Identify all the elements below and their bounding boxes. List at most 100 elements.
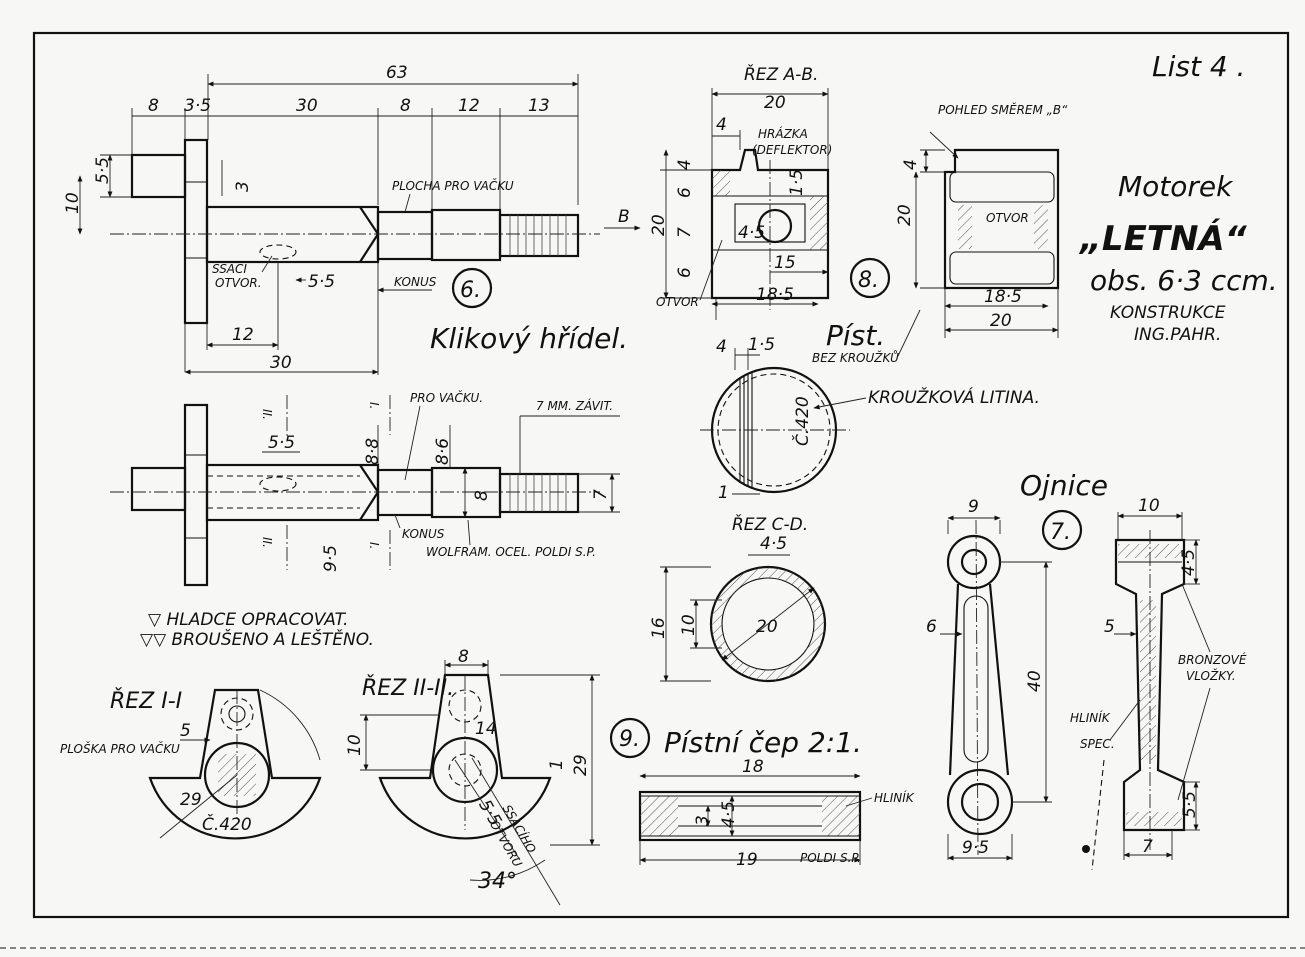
svg-text:I.: I.	[367, 402, 381, 409]
title-line-1: Motorek	[1118, 170, 1234, 203]
svg-text:SSACÍ: SSACÍ	[212, 261, 248, 276]
svg-text:II.: II.	[260, 409, 274, 420]
svg-text:ŘEZ A-B.: ŘEZ A-B.	[744, 63, 818, 85]
svg-text:6.: 6.	[460, 278, 481, 303]
svg-text:5·5: 5·5	[268, 433, 295, 453]
svg-text:10: 10	[1138, 496, 1160, 516]
svg-text:HLINÍK: HLINÍK	[1070, 710, 1111, 725]
svg-text:WOLFRAM. OCEL. POLDI S.P.: WOLFRAM. OCEL. POLDI S.P.	[426, 545, 596, 559]
credit-line-2: ING.PAHR.	[1134, 325, 1221, 345]
legend-line-1: ▽ HLADCE OPRACOVAT.	[148, 610, 348, 630]
svg-text:10: 10	[63, 192, 83, 214]
svg-text:3: 3	[233, 181, 253, 192]
piston-title: Píst.	[826, 319, 885, 352]
svg-text:14: 14	[475, 719, 497, 739]
svg-text:PLOŠKA PRO VAČKU: PLOŠKA PRO VAČKU	[60, 741, 180, 756]
svg-text:8: 8	[458, 647, 469, 667]
svg-text:5: 5	[1104, 617, 1115, 637]
piston-section-ab: ŘEZ A-B. 20 4 HRÁZKA (DEFLEKTOR) 1·5 4·5…	[604, 63, 891, 320]
svg-text:4·5: 4·5	[738, 223, 765, 243]
svg-text:POHLED SMĚREM „B“: POHLED SMĚREM „B“	[938, 102, 1068, 117]
svg-text:34°: 34°	[478, 869, 517, 894]
svg-text:30: 30	[270, 353, 292, 373]
svg-text:PRO VAČKU.: PRO VAČKU.	[410, 390, 483, 405]
svg-text:Pístní čep 2:1.: Pístní čep 2:1.	[664, 726, 862, 759]
svg-text:5: 5	[180, 721, 191, 741]
credit-line-1: KONSTRUKCE	[1110, 303, 1226, 323]
svg-text:ŘEZ I-I: ŘEZ I-I	[110, 688, 182, 714]
sheet-frame	[32, 31, 1290, 919]
svg-text:VLOŽKY.: VLOŽKY.	[1186, 668, 1236, 683]
svg-text:7: 7	[675, 227, 695, 238]
section-cd: ŘEZ C-D. 4·5 20 16 10	[649, 513, 827, 683]
svg-text:9: 9	[968, 497, 979, 517]
svg-text:8: 8	[148, 96, 159, 116]
svg-text:OTVOR: OTVOR	[656, 295, 699, 309]
piston-subtitle: BEZ KROUŽKŮ	[812, 350, 899, 365]
svg-text:4·5: 4·5	[1179, 549, 1199, 576]
svg-text:4: 4	[675, 159, 695, 170]
svg-text:7: 7	[1142, 837, 1153, 857]
rod-title: Ojnice	[1020, 469, 1108, 502]
rod-front-view: 9 6 40 9·5	[926, 497, 1052, 861]
svg-text:5·5: 5·5	[308, 272, 335, 292]
svg-text:1: 1	[718, 483, 729, 503]
svg-text:KROUŽKOVÁ LITINA.: KROUŽKOVÁ LITINA.	[868, 386, 1040, 408]
svg-text:(DEFLEKTOR): (DEFLEKTOR)	[752, 143, 832, 157]
svg-text:13: 13	[528, 96, 550, 116]
svg-text:30: 30	[296, 96, 318, 116]
piston-leader	[897, 309, 921, 357]
svg-text:15: 15	[774, 253, 796, 273]
svg-text:20: 20	[990, 311, 1012, 331]
svg-text:63: 63	[386, 63, 408, 83]
svg-text:9.: 9.	[619, 727, 640, 752]
svg-text:BRONZOVÉ: BRONZOVÉ	[1178, 652, 1247, 667]
svg-text:40: 40	[1025, 670, 1045, 692]
svg-text:8: 8	[400, 96, 411, 116]
svg-text:7.: 7.	[1050, 520, 1071, 545]
svg-text:4·5: 4·5	[719, 801, 739, 828]
svg-text:6: 6	[675, 267, 695, 278]
svg-text:29: 29	[180, 790, 202, 810]
svg-text:1: 1	[547, 759, 567, 770]
svg-text:29: 29	[571, 754, 591, 776]
svg-text:4: 4	[901, 159, 921, 170]
piston-view-b: POHLED SMĚREM „B“ OTVOR 4 20 18·5 20	[895, 102, 1068, 338]
svg-text:18·5: 18·5	[984, 287, 1022, 307]
svg-text:18: 18	[742, 757, 764, 777]
svg-text:1·5: 1·5	[748, 335, 775, 355]
svg-text:6: 6	[926, 617, 937, 637]
svg-text:ŘEZ II-II.: ŘEZ II-II.	[362, 675, 454, 701]
svg-text:1·5: 1·5	[787, 169, 807, 196]
svg-text:8·8: 8·8	[363, 438, 383, 465]
crankshaft-top-view: 63 8 3·5 30 8 12 13	[63, 63, 600, 375]
svg-text:20: 20	[756, 617, 778, 637]
svg-text:II.: II.	[260, 537, 274, 548]
svg-text:PLOCHA PRO VAČKU: PLOCHA PRO VAČKU	[392, 178, 514, 193]
title-line-2: „LETNÁ“	[1078, 218, 1248, 259]
svg-text:HLINÍK: HLINÍK	[874, 790, 915, 805]
svg-text:10: 10	[679, 614, 699, 636]
svg-text:KONUS: KONUS	[402, 527, 445, 541]
svg-text:12: 12	[232, 325, 254, 345]
svg-text:5·5: 5·5	[93, 157, 113, 184]
crankshaft-bottom-view: II. II. I. I. PRO VAČKU. 7 MM. ZÁVIT. 5·…	[110, 390, 620, 587]
svg-text:8.: 8.	[858, 268, 879, 293]
svg-text:20: 20	[649, 214, 669, 236]
svg-text:4: 4	[716, 115, 727, 135]
svg-text:Č.420: Č.420	[202, 813, 252, 835]
section-1-1: ŘEZ I-I 5 PLOŠKA PRO VAČKU 29 Č.420	[60, 688, 322, 840]
svg-text:18·5: 18·5	[756, 285, 794, 305]
section-2-2: ŘEZ II-II. 8 10 14 29 1 5·5 SSACÍHO OTVO…	[345, 647, 600, 906]
svg-text:HRÁZKA: HRÁZKA	[758, 126, 808, 141]
svg-text:4·5: 4·5	[760, 534, 787, 554]
piston-pin: 9. Pístní čep 2:1. 18 3 4·5 19 HLINÍK PO…	[609, 717, 915, 870]
legend-line-2: ▽▽ BROUŠENO A LEŠTĚNO.	[140, 628, 374, 650]
svg-text:4: 4	[716, 337, 727, 357]
svg-text:10: 10	[345, 734, 365, 756]
svg-text:12: 12	[458, 96, 480, 116]
title-line-3: obs. 6·3 ccm.	[1090, 264, 1278, 297]
svg-text:ŘEZ C-D.: ŘEZ C-D.	[732, 513, 808, 535]
